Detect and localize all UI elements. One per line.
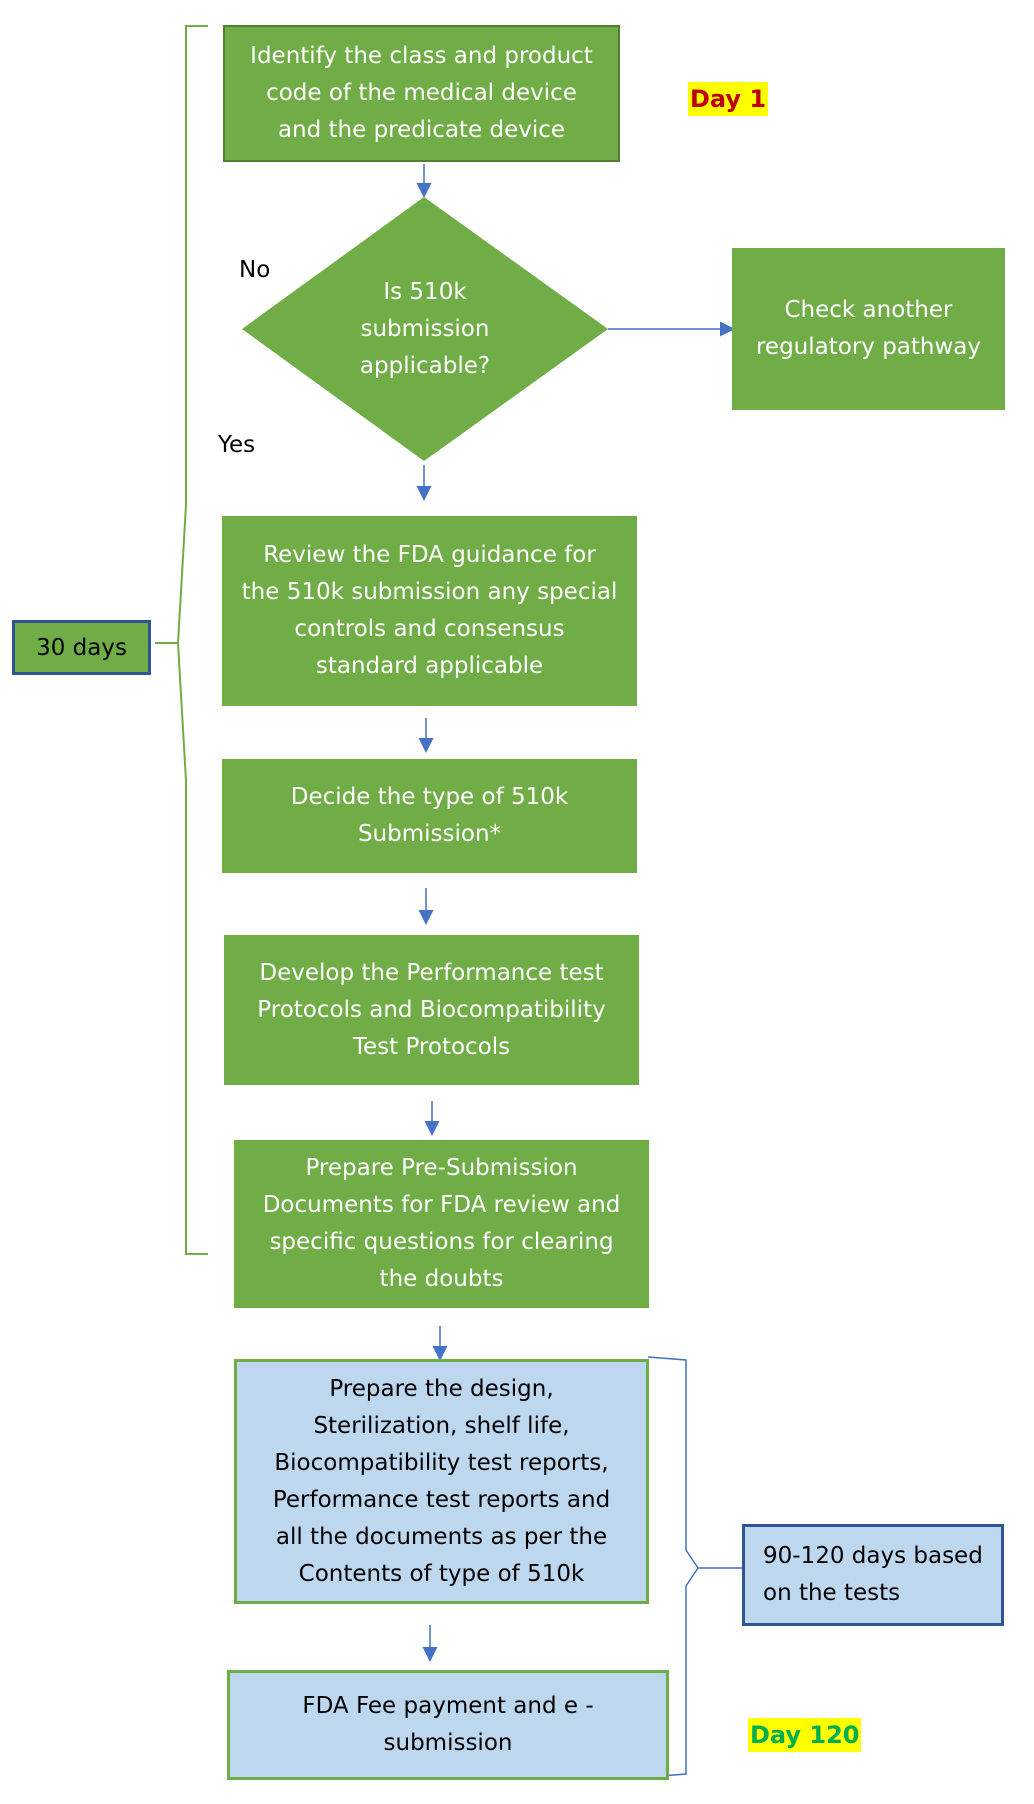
day-120-label: Day 120 [748,1718,862,1752]
identify-step: Identify the class and product code of t… [223,25,620,162]
prepare-design-step: Prepare the design, Sterilization, shelf… [234,1359,649,1604]
thirty-days-box: 30 days [12,620,151,675]
review-guidance-step: Review the FDA guidance for the 510k sub… [222,516,637,706]
yes-label: Yes [218,432,256,458]
decision-diamond [242,197,608,461]
day-1-label: Day 1 [688,82,769,116]
pre-submission-step: Prepare Pre-Submission Documents for FDA… [234,1140,649,1308]
left-brace-30-days [155,25,208,1255]
no-label: No [239,257,271,283]
ninety-days-box: 90-120 days based on the tests [742,1524,1004,1626]
decide-type-step: Decide the type of 510k Submission* [222,759,637,873]
fee-payment-step: FDA Fee payment and e - submission [227,1670,669,1780]
decision-text: Is 510k submission applicable? [359,278,491,379]
other-pathway-step: Check another regulatory pathway [732,248,1005,410]
develop-protocols-step: Develop the Performance test Protocols a… [224,935,639,1085]
right-brace-90-days [647,1356,742,1778]
